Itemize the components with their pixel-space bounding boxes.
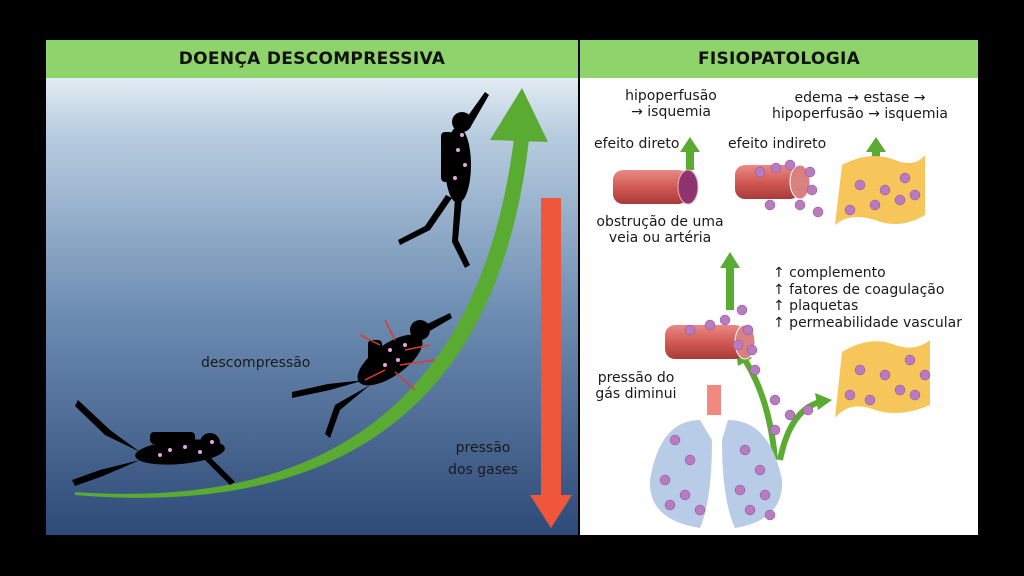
indirect-effect-label: efeito indireto — [728, 136, 827, 152]
decompression-label: descompressão — [201, 355, 311, 371]
increase-item: ↑ permeabilidade vascular — [773, 315, 962, 331]
right-panel-title: FISIOPATOLOGIA — [580, 40, 978, 78]
pain-rays — [359, 319, 436, 391]
ascent-arrow-head — [490, 88, 548, 142]
increase-item: ↑ fatores de coagulação — [773, 282, 945, 298]
lung-to-tissue-arrow — [777, 399, 821, 461]
increase-item: ↑ plaquetas — [773, 298, 859, 314]
diver-bubbles — [158, 133, 467, 457]
direct-result-1: hipoperfusão — [625, 88, 717, 104]
diver-middle — [292, 313, 452, 438]
direct-effect-label: efeito direto — [594, 136, 680, 152]
gas-pressure-label-2: dos gases — [448, 462, 518, 478]
diver-deep — [72, 400, 235, 486]
diver-surface — [398, 92, 489, 268]
increase-item: ↑ complemento — [773, 265, 886, 281]
gas-pressure-label-1: pressão — [455, 440, 511, 456]
lung-to-tissue-arrow-head — [815, 393, 832, 410]
pressure-drop-label-1: pressão do — [597, 370, 675, 386]
vessel-direct — [613, 169, 699, 205]
bubbles — [659, 159, 931, 521]
direct-result-2: → isquemia — [631, 104, 711, 120]
gas-pressure-arrow — [541, 198, 561, 498]
indirect-result-1: edema → estase → — [794, 90, 926, 106]
obstruction-label-1: obstrução de uma — [596, 214, 724, 230]
lungs — [649, 385, 783, 528]
left-panel-bg — [46, 78, 578, 535]
obstruction-label-2: veia ou artéria — [608, 230, 712, 246]
left-panel-title: DOENÇA DESCOMPRESSIVA — [46, 40, 578, 78]
indirect-result-2: hipoperfusão → isquemia — [771, 106, 948, 122]
gas-pressure-arrow-head — [530, 495, 572, 528]
pressure-drop-label-2: gás diminui — [595, 386, 677, 402]
